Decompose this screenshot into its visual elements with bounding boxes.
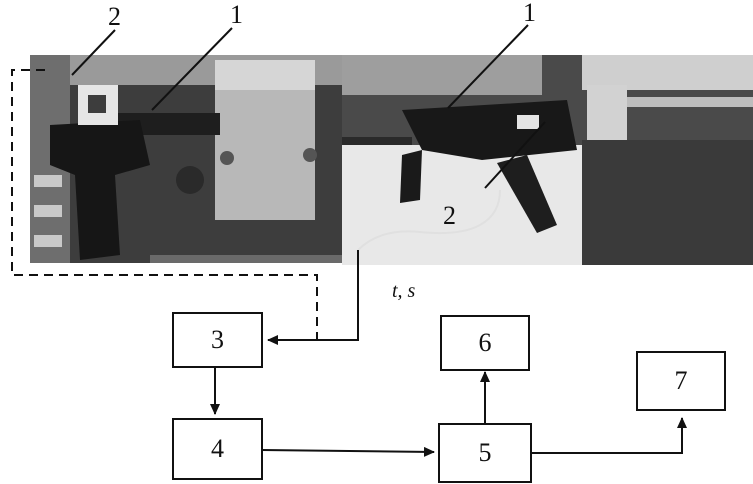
block-4: 4 bbox=[172, 418, 263, 480]
arrow-4-to-5 bbox=[261, 446, 435, 457]
solid-cable-right bbox=[267, 250, 359, 345]
callout-label-left-2: 2 bbox=[108, 2, 121, 31]
block-7-label: 7 bbox=[674, 366, 688, 395]
block-3-label: 3 bbox=[211, 325, 224, 354]
sensor-cable-right bbox=[357, 189, 501, 251]
dashed-cable-left bbox=[11, 69, 318, 340]
block-4-label: 4 bbox=[211, 434, 224, 463]
photo-pistol-fixture bbox=[30, 55, 342, 263]
block-3: 3 bbox=[172, 312, 263, 368]
arrow-5-to-7 bbox=[532, 417, 687, 454]
callout-label-right-1: 1 bbox=[523, 0, 536, 27]
callout-leader-left-2 bbox=[71, 29, 116, 76]
callout-leader-right-1 bbox=[447, 24, 529, 109]
callout-leader-left-1 bbox=[151, 27, 233, 111]
photo-rifle-illustration bbox=[342, 55, 753, 265]
callout-label-left-1: 1 bbox=[230, 0, 243, 29]
callout-label-right-2: 2 bbox=[443, 201, 456, 230]
block-5: 5 bbox=[438, 423, 532, 483]
block-5-label: 5 bbox=[478, 438, 492, 467]
photo-pistol-illustration bbox=[30, 55, 342, 263]
photo-rifle-fixture bbox=[342, 55, 753, 265]
block-6: 6 bbox=[440, 315, 530, 371]
block-7: 7 bbox=[636, 351, 726, 411]
block-6-label: 6 bbox=[478, 328, 492, 357]
callout-leader-right-2 bbox=[484, 121, 546, 189]
time-axis-label: t, s bbox=[392, 280, 416, 302]
